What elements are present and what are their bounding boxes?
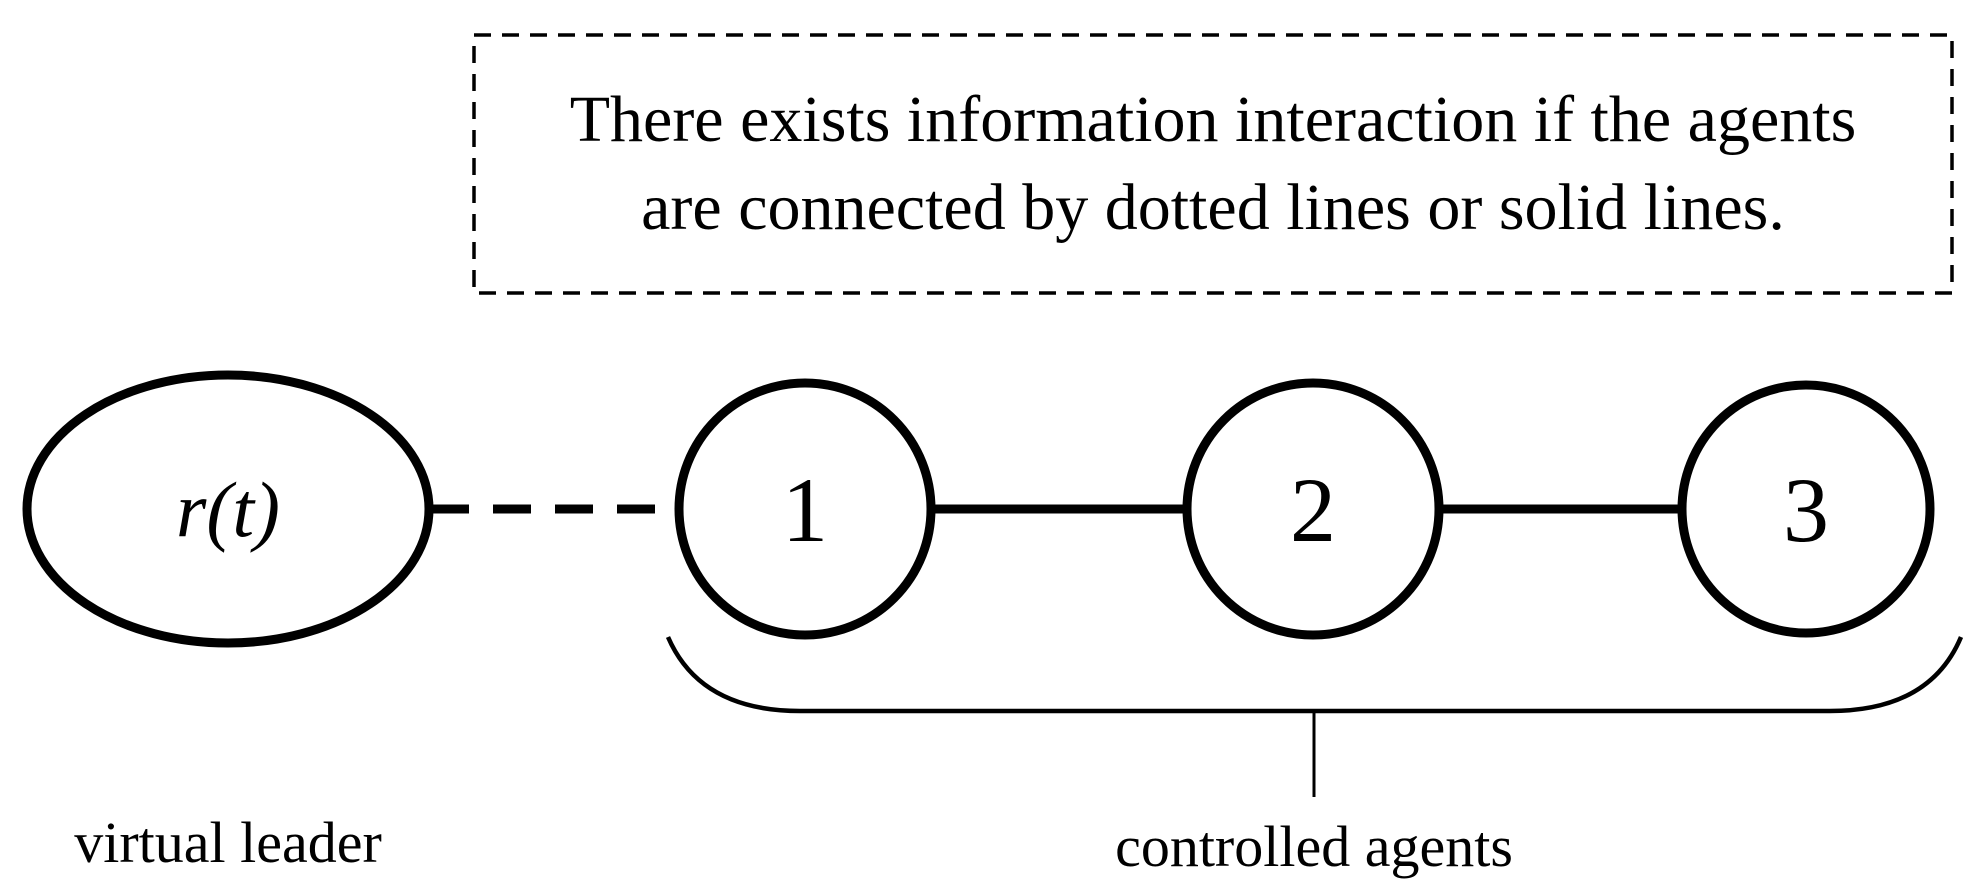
note-box-border <box>472 33 1954 295</box>
note-text-line-1: There exists information interaction if … <box>570 83 1857 156</box>
agent-label-3: 3 <box>1783 459 1829 561</box>
agent-node-3 <box>1677 380 1935 638</box>
virtual-leader-node <box>22 370 434 648</box>
agent-label-1: 1 <box>782 459 828 561</box>
agent-label-2: 2 <box>1290 459 1336 561</box>
controlled-agents-caption: controlled agents <box>1115 814 1513 879</box>
agents-brace <box>665 636 1964 714</box>
virtual-leader-label: r(t) <box>176 466 280 553</box>
note-text-line-2: are connected by dotted lines or solid l… <box>641 171 1785 244</box>
virtual-leader-caption: virtual leader <box>74 810 382 875</box>
